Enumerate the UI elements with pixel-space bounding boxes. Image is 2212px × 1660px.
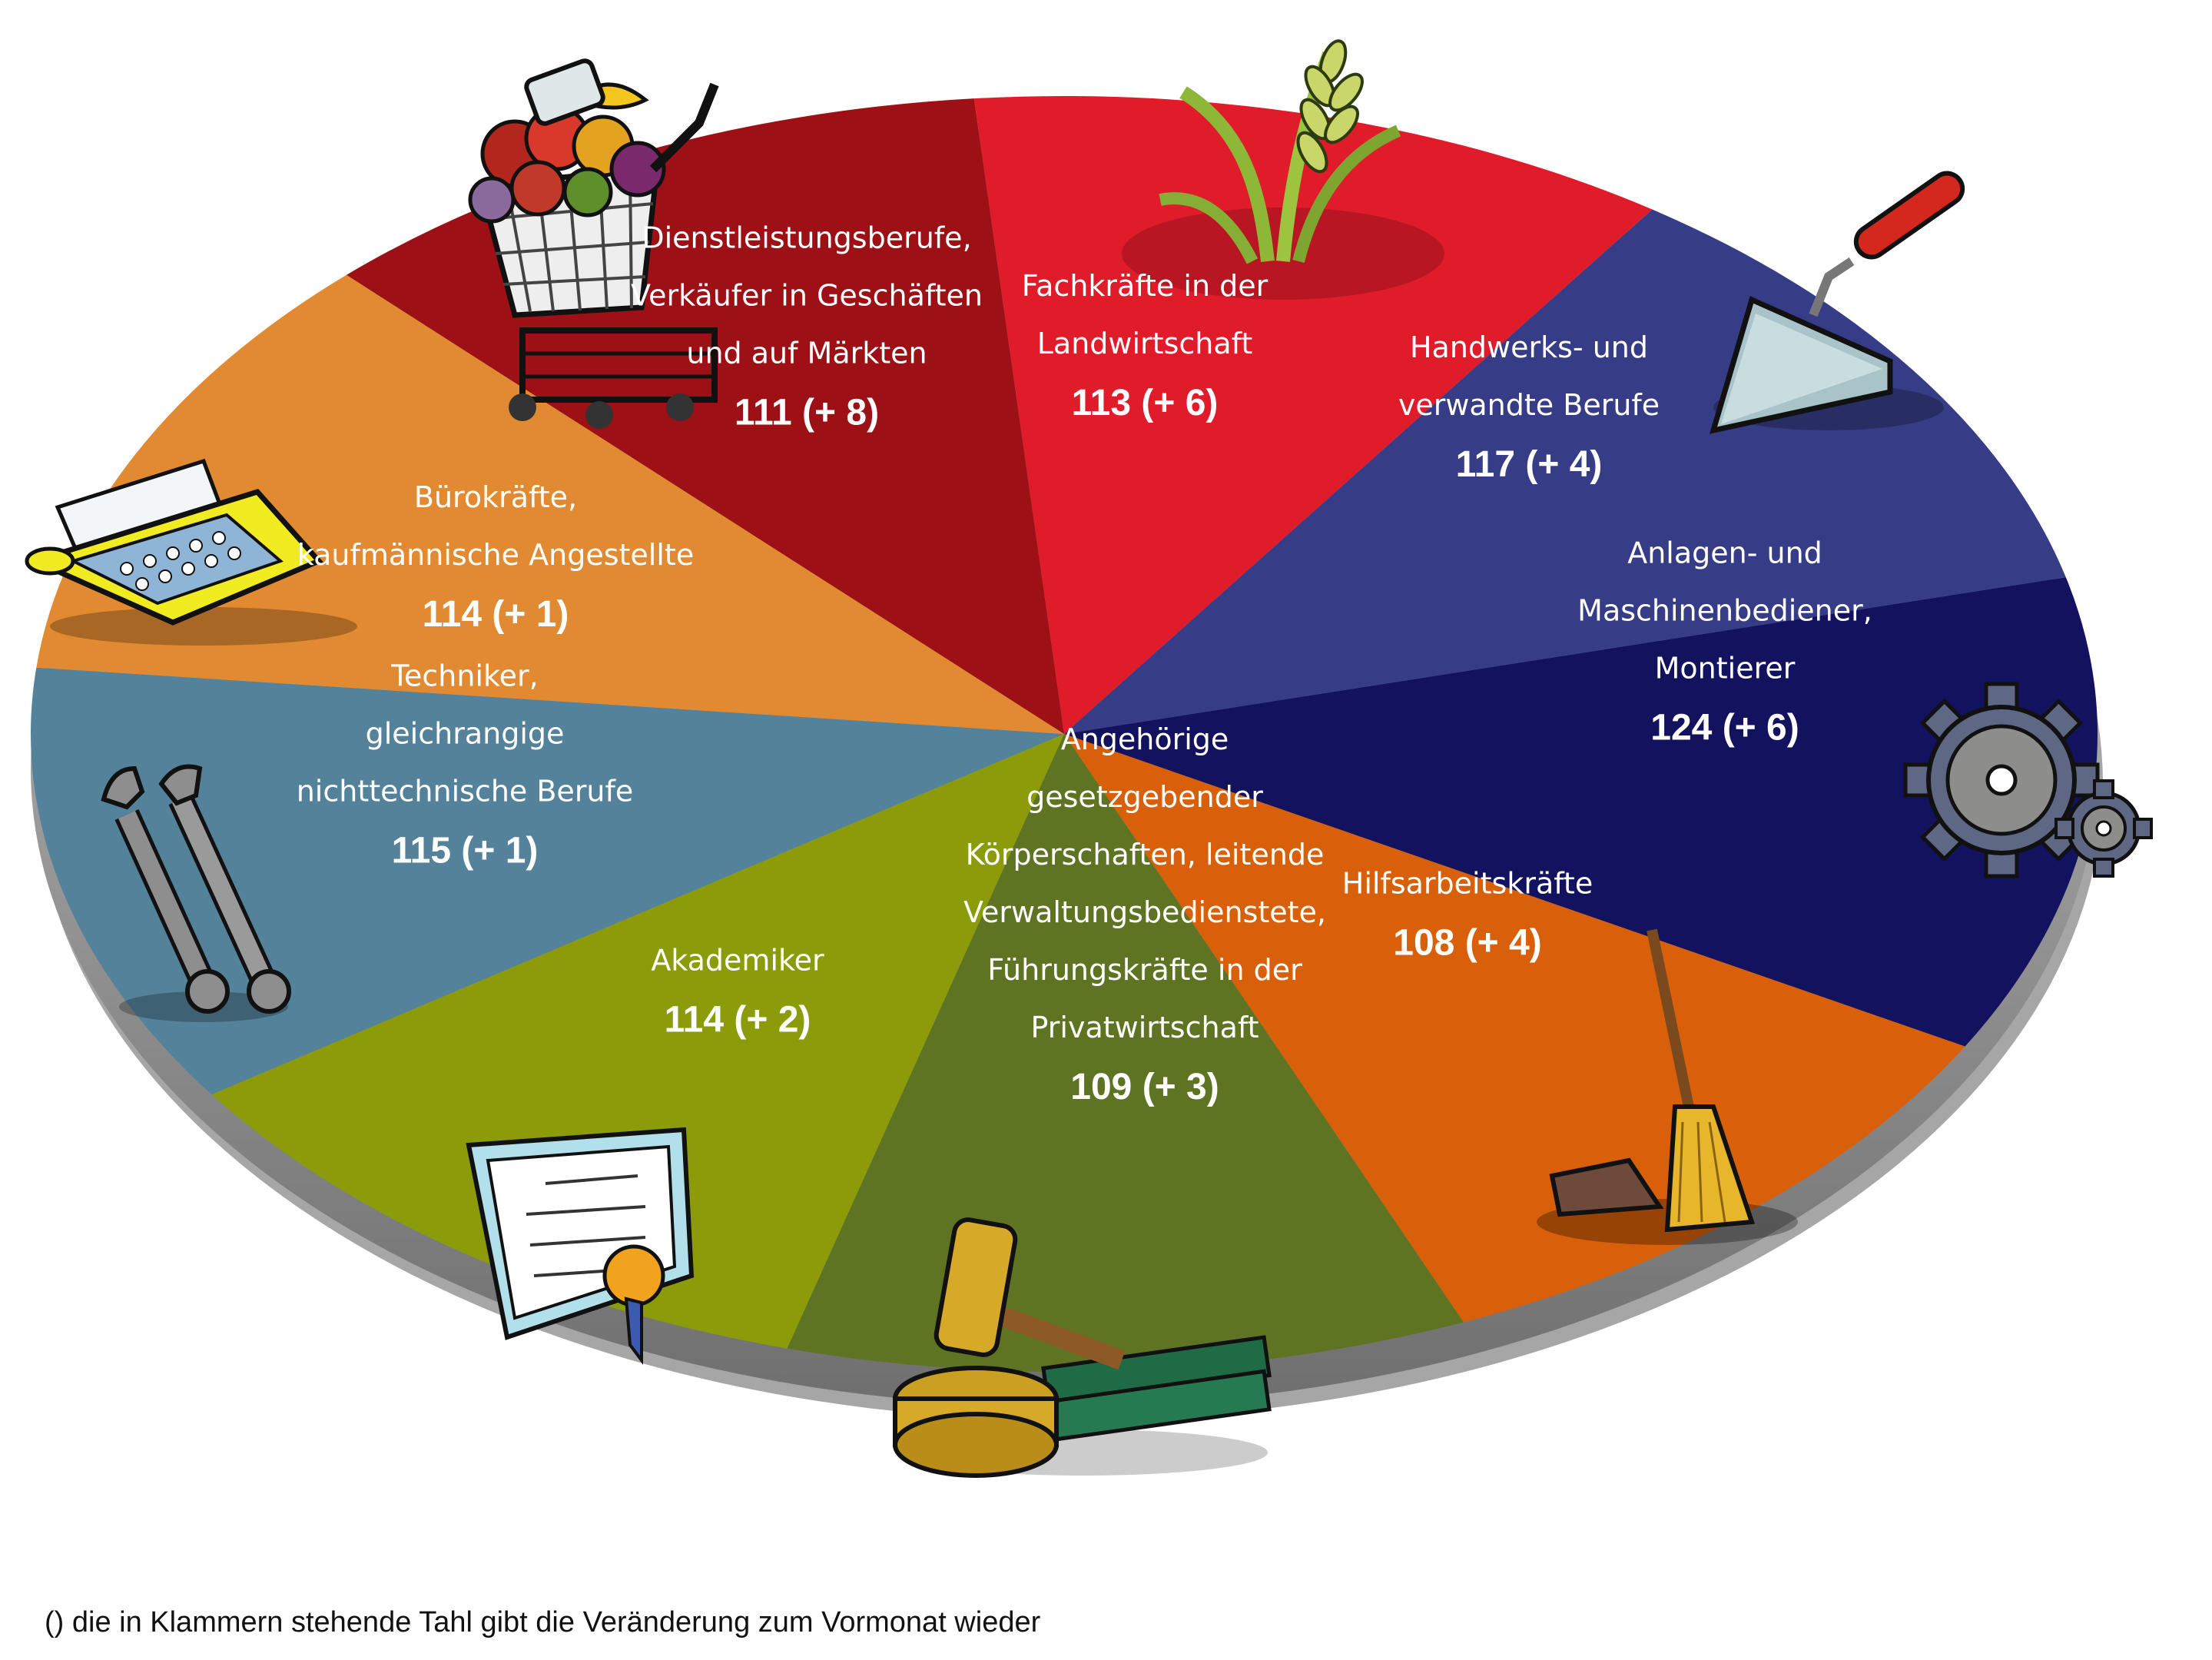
slice-label: Dienstleistungsberufe, xyxy=(642,221,971,255)
slice-label: kaufmännische Angestellte xyxy=(297,538,694,572)
slice-label: gleichrangige xyxy=(366,717,565,751)
footnote: () die in Klammern stehende Tahl gibt di… xyxy=(45,1606,1041,1638)
slice-label: Bürokräfte, xyxy=(414,480,577,514)
slice-value-label: 111 (+ 8) xyxy=(735,393,879,433)
slice-label: nichttechnische Berufe xyxy=(297,775,634,808)
slice-label: Landwirtschaft xyxy=(1037,327,1253,360)
pie-slice xyxy=(1064,734,1965,1323)
pie-slice xyxy=(787,734,1464,1372)
slice-label: Techniker, xyxy=(390,659,538,693)
gavel-icon xyxy=(893,1217,1272,1478)
slice-label: Anlagen- und xyxy=(1627,536,1822,570)
slice-label: Fachkräfte in der xyxy=(1022,269,1269,303)
trowel-icon xyxy=(1709,171,1965,434)
broom-icon xyxy=(1537,928,1798,1245)
slice-value-label: 108 (+ 4) xyxy=(1393,923,1541,964)
shopping-cart-icon xyxy=(468,58,719,429)
slice-value-label: 109 (+ 3) xyxy=(1070,1067,1219,1107)
slice-label: Montierer xyxy=(1655,652,1796,686)
slice-label: Verkäufer in Geschäften xyxy=(631,279,983,313)
slice-label: Maschinenbediener, xyxy=(1577,594,1872,628)
slice-label: Akademiker xyxy=(651,944,824,978)
slice-label: und auf Märkten xyxy=(686,337,927,370)
slice-label: Verwaltungsbedienstete, xyxy=(963,895,1326,929)
wrench-icon xyxy=(101,764,291,1022)
icon-layer xyxy=(25,39,2153,1478)
slice-value-label: 113 (+ 6) xyxy=(1072,383,1219,423)
slice-label: Körperschaften, leitende xyxy=(966,838,1325,872)
slice-value-label: 115 (+ 1) xyxy=(392,831,539,872)
pie-slice xyxy=(36,274,1064,734)
slice-label: Privatwirtschaft xyxy=(1031,1011,1259,1044)
slice-value-label: 114 (+ 1) xyxy=(423,594,569,635)
slice-label: Führungskräfte in der xyxy=(987,953,1302,987)
slice-label: Hilfsarbeitskräfte xyxy=(1342,867,1593,901)
slice-value-label: 117 (+ 4) xyxy=(1456,444,1603,485)
typewriter-icon xyxy=(25,458,357,646)
diploma-icon xyxy=(466,1127,695,1365)
wheat-icon xyxy=(1122,39,1444,300)
gears-icon xyxy=(1903,682,2153,878)
slice-value-label: 114 (+ 2) xyxy=(665,1000,811,1041)
slice-label: gesetzgebender xyxy=(1026,780,1263,814)
slice-value-label: 124 (+ 6) xyxy=(1650,708,1799,749)
slice-label: verwandte Berufe xyxy=(1398,388,1660,422)
pie-slice xyxy=(211,734,1064,1349)
slice-label: Angehörige xyxy=(1061,722,1229,756)
pie-slice xyxy=(1064,577,2098,1047)
pie-slice xyxy=(973,95,1653,734)
slice-label: Handwerks- und xyxy=(1410,330,1648,364)
